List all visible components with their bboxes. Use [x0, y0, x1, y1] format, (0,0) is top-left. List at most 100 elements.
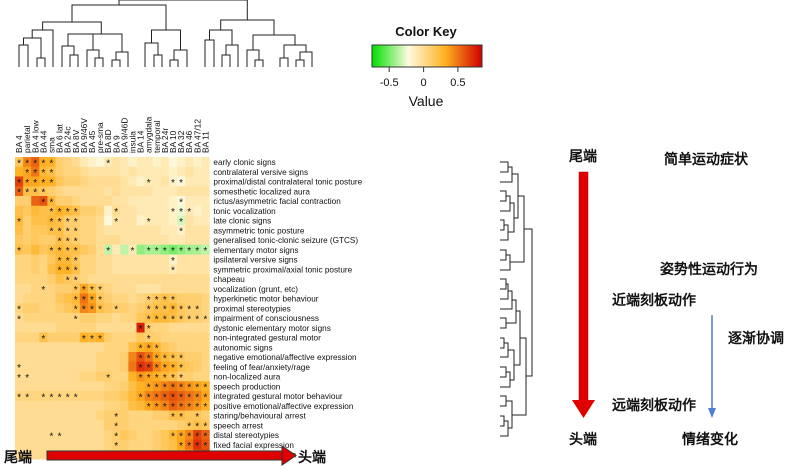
- heatmap-cell: [96, 225, 105, 236]
- heatmap-cell: [152, 313, 162, 324]
- heatmap-cell: [112, 381, 121, 392]
- heatmap-cell: [201, 225, 210, 236]
- heatmap-cell: [152, 410, 162, 421]
- significance-star: *: [179, 314, 183, 325]
- row-label: speech arrest: [213, 421, 263, 430]
- heatmap-cell: [15, 342, 24, 353]
- column-label: insula: [127, 131, 137, 153]
- heatmap-cell: [120, 352, 129, 363]
- heatmap-cell: [47, 342, 56, 353]
- heatmap-cell: [55, 322, 64, 333]
- significance-star: *: [17, 305, 21, 316]
- row-label: autonomic signs: [213, 343, 272, 352]
- heatmap-cell: [112, 235, 121, 246]
- heatmap-cell: [63, 371, 72, 382]
- heatmap-cell: [63, 235, 72, 246]
- row-label: non-localized aura: [213, 373, 280, 382]
- heatmap-cell: [168, 332, 178, 343]
- heatmap-cell: [168, 196, 178, 207]
- heatmap-cell: [152, 361, 162, 372]
- heatmap-cell: [47, 225, 56, 236]
- heatmap-cell: [152, 196, 162, 207]
- heatmap-cell: [96, 332, 105, 343]
- heatmap-cell: [71, 430, 81, 441]
- heatmap-cell: [15, 166, 24, 177]
- heatmap-cell: [128, 274, 137, 285]
- progressive-coordination-label: 逐渐协调: [728, 330, 784, 347]
- heatmap-cell: [96, 293, 105, 304]
- heatmap-cell: [136, 430, 145, 441]
- heatmap-cell: [185, 225, 194, 236]
- heatmap-cell: [47, 274, 56, 285]
- significance-star: *: [163, 392, 167, 403]
- heatmap-cell: [39, 225, 48, 236]
- heatmap-cell: [177, 244, 186, 255]
- heatmap-cell: [144, 381, 153, 392]
- heatmap-cell: [87, 342, 97, 353]
- heatmap-cell: [87, 186, 97, 197]
- heatmap-cell: [96, 254, 105, 265]
- significance-star: *: [114, 305, 118, 316]
- heatmap-cell: [87, 439, 97, 450]
- heatmap-cell: [144, 235, 153, 246]
- heatmap-cell: [144, 293, 153, 304]
- heatmap-cell: [160, 322, 170, 333]
- significance-star: *: [90, 295, 94, 306]
- heatmap-cell: [71, 205, 81, 216]
- heatmap-cell: [87, 244, 97, 255]
- significance-star: *: [147, 246, 151, 257]
- heatmap-cell: [87, 352, 97, 363]
- heatmap-cell: [177, 313, 186, 324]
- heatmap-cell: [39, 449, 48, 460]
- heatmap-cell: [63, 244, 72, 255]
- heatmap-cell: [79, 342, 89, 353]
- heatmap-cell: [71, 371, 81, 382]
- significance-star: *: [163, 246, 167, 257]
- significance-star: *: [74, 285, 78, 296]
- heatmap-cell: [144, 186, 153, 197]
- heatmap-cell: [96, 420, 105, 431]
- heatmap-cell: [87, 196, 97, 207]
- significance-star: *: [82, 305, 86, 316]
- heatmap-cell: [120, 361, 129, 372]
- row-label: hyperkinetic motor behaviour: [213, 295, 318, 304]
- heatmap-cell: [31, 332, 40, 343]
- heatmap-cell: [160, 303, 170, 314]
- heatmap-cell: [168, 371, 178, 382]
- heatmap-cell: [96, 274, 105, 285]
- heatmap-cell: [63, 215, 72, 226]
- heatmap-cell: [39, 352, 48, 363]
- heatmap-cell: [193, 254, 202, 265]
- heatmap-cell: [63, 430, 72, 441]
- heatmap-cell: [71, 254, 81, 265]
- column-label: BA 9: [111, 135, 121, 153]
- heatmap-cell: [87, 254, 97, 265]
- heatmap-cell: [177, 439, 186, 450]
- heatmap-cell: [144, 313, 153, 324]
- heatmap-cell: [185, 420, 194, 431]
- heatmap-cell: [55, 439, 64, 450]
- heatmap-cell: [168, 342, 178, 353]
- heatmap-cell: [31, 352, 40, 363]
- significance-star: *: [58, 392, 62, 403]
- column-label: BA 9/46D: [119, 118, 129, 153]
- significance-star: *: [187, 402, 191, 413]
- heatmap-cell: [87, 283, 97, 294]
- heatmap-cell: [136, 313, 145, 324]
- heatmap-cell: [168, 235, 178, 246]
- heatmap-cell: [193, 215, 202, 226]
- heatmap-cell: [104, 196, 113, 207]
- heatmap-cell: [152, 322, 162, 333]
- significance-star: *: [25, 178, 29, 189]
- significance-star: *: [66, 246, 70, 257]
- heatmap-cell: [160, 391, 170, 402]
- significance-star: *: [74, 207, 78, 218]
- significance-star: *: [139, 373, 143, 384]
- heatmap-cell: [201, 439, 210, 450]
- heatmap-cell: [104, 371, 113, 382]
- heatmap-cell: [23, 235, 32, 246]
- heatmap-cell: [63, 352, 72, 363]
- heatmap-cell: [160, 420, 170, 431]
- heatmap-cell: [47, 244, 56, 255]
- column-dendrogram: [18, 0, 313, 67]
